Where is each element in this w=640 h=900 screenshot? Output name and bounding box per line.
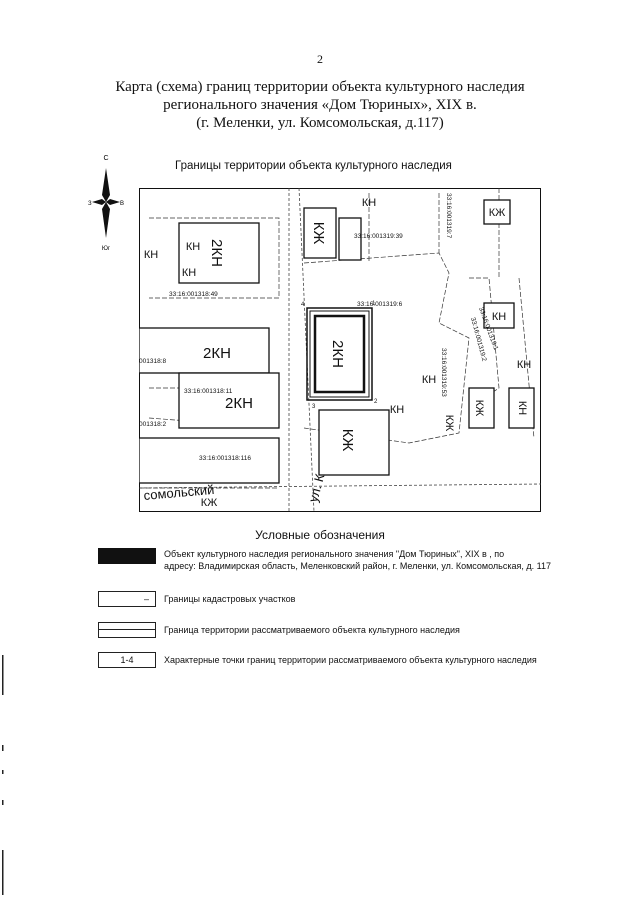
- street-label: ул. К: [305, 472, 327, 504]
- compass-rose-icon: С З В Юг: [88, 155, 124, 252]
- building-label: КЖ: [310, 222, 327, 245]
- parcel-label: 33:16:001318:49: [169, 291, 218, 298]
- building-label: КН: [182, 267, 196, 279]
- title-line-1: Карта (схема) границ территории объекта …: [115, 79, 525, 95]
- legend-swatch-object: [98, 548, 156, 564]
- legend-boundary-text: Граница территории рассматриваемого объе…: [164, 625, 460, 635]
- map-header: Границы территории объекта культурного н…: [175, 160, 452, 172]
- legend-swatch-boundary: [98, 622, 156, 638]
- parcel-label: 33:16:001319:39: [354, 233, 403, 240]
- legend-object-line-2: адресу: Владимирская область, Меленковск…: [164, 561, 551, 571]
- building-label: 2КН: [225, 395, 253, 412]
- building-label: КН: [144, 249, 158, 261]
- page-number: 2: [317, 52, 323, 66]
- building-label: 2КН: [203, 345, 231, 362]
- legend-title: Условные обозначения: [255, 528, 385, 542]
- parcel-label: 33:16:001318:11: [184, 388, 233, 395]
- building-label: 2КН: [208, 239, 225, 267]
- title-line-2: регионального значения «Дом Тюриных», XI…: [163, 97, 477, 113]
- building-label: 2КН: [329, 340, 346, 368]
- building-label: КЖ: [473, 400, 485, 417]
- legend-object-line-1: Объект культурного наследия региональног…: [164, 549, 505, 559]
- building-label: КН: [517, 359, 531, 371]
- parcel-label: 33:16:001319:7: [445, 193, 452, 239]
- boundary-point: 3: [312, 404, 316, 410]
- scan-edge-marks: [2, 655, 4, 895]
- building-label: КН: [362, 197, 376, 209]
- boundary-point: 4: [301, 302, 305, 308]
- boundary-point: 1: [372, 301, 376, 307]
- legend-swatch-cadastral: –: [98, 591, 156, 607]
- document-title: Карта (схема) границ территории объекта …: [60, 78, 580, 132]
- street-label: сомольский: [143, 482, 215, 503]
- building-label: КН: [390, 404, 404, 416]
- building-label: КЖ: [201, 497, 218, 509]
- legend-points-text: Характерные точки границ территории расс…: [164, 655, 537, 665]
- boundary-point: 2: [374, 399, 378, 405]
- parcel-label: 001318:2: [139, 421, 166, 428]
- building-label: КН: [516, 401, 528, 415]
- building-label: КН: [186, 241, 200, 253]
- parcel-label: 33:16:001319:53: [440, 348, 447, 397]
- building-label: КН: [492, 311, 506, 323]
- building-label: КЖ: [443, 415, 455, 432]
- building-label: КЖ: [339, 429, 356, 452]
- compass-west-label: З: [88, 201, 92, 207]
- legend-cadastral-text: Границы кадастровых участков: [164, 594, 296, 604]
- title-line-3: (г. Меленки, ул. Комсомольская, д.117): [196, 115, 444, 131]
- parcel-label: 33:16:001319:6: [357, 301, 403, 308]
- legend-swatch-points: 1-4: [98, 652, 156, 668]
- parcel-label: 001318:8: [139, 358, 166, 365]
- parcel-label: 33:16:001318:116: [199, 455, 251, 462]
- compass-east-label: В: [120, 201, 124, 207]
- compass-north-label: С: [103, 155, 108, 162]
- compass-south-label: Юг: [102, 246, 111, 252]
- building-label: КЖ: [489, 207, 506, 219]
- cadastral-map: КЖ 2КН КН КН 2КН 2КН 2КН КЖ КЖ КН КН КЖ …: [139, 188, 541, 512]
- building-label: КН: [422, 374, 436, 386]
